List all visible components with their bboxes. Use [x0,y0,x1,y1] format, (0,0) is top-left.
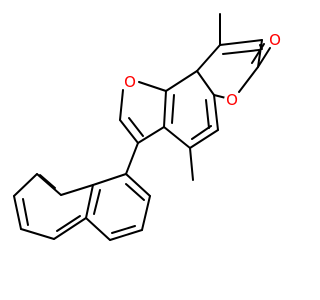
ring-oxygen-label: O [226,91,238,109]
bond-n10-n11 [20,228,55,240]
bond-n9-n10 [13,195,22,230]
bond-c17-c13 [137,126,165,144]
bond-c7-c8 [257,39,263,68]
bond-n4-n5 [85,217,111,241]
bond-c8-c9-double [222,49,260,55]
bond-n6-n1 [92,173,127,186]
bond-n7-n8 [36,173,62,196]
bond-c14-c15-double [191,125,212,140]
bond-furan-naphthyl [125,142,139,175]
bond-o-furan-c16 [119,89,124,121]
furan-oxygen-background [122,74,138,90]
bond-c11-o-ring [213,94,227,99]
bonds [13,13,263,241]
bond-n1-n2-double [125,183,145,201]
atom-labels: O O O [122,31,283,109]
bond-c9-c10 [196,44,221,72]
bond-n5-n6 [85,184,94,219]
bond-c15-c11 [213,94,219,131]
bond-n11-n5-double [56,215,81,232]
bond-n5-n6-double [93,189,101,215]
furan-oxygen-label: O [124,73,136,91]
bond-c8-c9 [219,39,263,46]
bond-c14-c15 [189,129,219,149]
bond-n3-n4 [109,229,143,241]
bond-n2-n3 [141,195,151,231]
bond-n8-n9 [13,173,38,197]
bond-c12-c13-double [171,94,175,124]
bond-n3-n4-double [111,225,136,234]
bond-n7-n8-double [39,174,56,189]
bond-c13-c14 [163,126,191,149]
bond-c16-c17-double [128,117,144,137]
bond-n6-n7 [60,184,94,196]
bond-c10-c11 [196,70,215,96]
bond-n9-n10-double [22,198,29,226]
molecule-structure-diagram: O O O [13,13,283,241]
bond-c16-c17 [119,119,139,144]
bond-c15-c11-double [205,99,210,129]
ring-oxygen-background [224,92,240,108]
bond-lower-methyl [189,147,194,181]
bond-n1-n2 [125,173,151,197]
carbonyl-oxygen-background [267,32,283,48]
bond-n11-n5 [53,217,87,240]
bond-c12-c13 [163,90,167,128]
carbonyl-oxygen-label: O [269,31,281,49]
bond-o-ring-c7 [238,66,259,93]
bond-carbonyl-double [257,47,271,68]
bond-carbonyl-double-offset [251,43,265,64]
bond-c10-c12 [165,70,198,92]
bond-c12-o-furan [138,81,167,92]
